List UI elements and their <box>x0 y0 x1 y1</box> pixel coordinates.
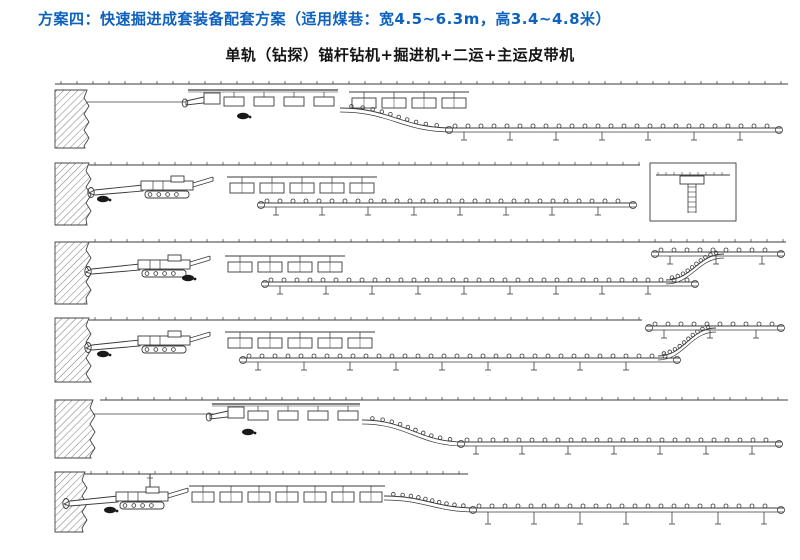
roof-line <box>89 317 642 321</box>
belt-conveyor <box>261 277 699 295</box>
belt-conveyor <box>469 503 785 525</box>
monorail-train <box>205 403 360 422</box>
equipment-boxes <box>227 176 377 194</box>
coal-pile <box>97 195 112 203</box>
belt-conveyor <box>239 353 681 371</box>
coal-pile <box>182 274 197 282</box>
monorail-train <box>181 89 338 108</box>
rock-wall <box>54 162 92 226</box>
roadheader-machine <box>84 254 211 278</box>
bridge-conveyor <box>657 324 717 361</box>
roof-line <box>100 397 788 401</box>
bridge-conveyor <box>361 416 465 447</box>
belt-conveyor <box>445 123 783 141</box>
bridge-conveyor <box>665 250 725 285</box>
diagram-subtitle: 单轨（钻探）锚杆钻机+掘进机+二运+主运皮带机 <box>225 46 575 64</box>
roof-line <box>89 162 640 166</box>
rock-wall <box>54 89 90 149</box>
belt-conveyor <box>645 321 785 339</box>
equipment-diagram <box>54 81 788 533</box>
coal-pile <box>104 506 119 514</box>
belt-conveyor <box>457 437 783 455</box>
coal-pile <box>242 428 257 436</box>
belt-conveyor <box>257 198 637 216</box>
belt-conveyor <box>651 247 785 265</box>
equipment-boxes <box>189 485 385 503</box>
equipment-boxes <box>225 255 345 273</box>
roof-line <box>55 81 788 85</box>
coal-pile <box>237 112 252 120</box>
bridge-conveyor <box>339 104 453 133</box>
roadheader-machine <box>87 175 214 199</box>
equipment-boxes <box>349 91 469 109</box>
bridge-conveyor <box>383 492 477 513</box>
page-title: 方案四：快速掘进成套装备配套方案（适用煤巷：宽4.5~6.3m，高3.4~4.8… <box>38 10 612 28</box>
detail-inset <box>649 162 737 222</box>
rock-wall <box>54 399 96 459</box>
rock-wall <box>54 317 92 383</box>
roof-line <box>89 239 786 243</box>
roadheader-machine <box>62 473 189 510</box>
coal-pile <box>97 350 112 358</box>
roadheader-machine <box>84 330 211 354</box>
roof-line <box>85 471 468 475</box>
rock-wall <box>54 241 92 305</box>
equipment-boxes <box>225 331 375 349</box>
